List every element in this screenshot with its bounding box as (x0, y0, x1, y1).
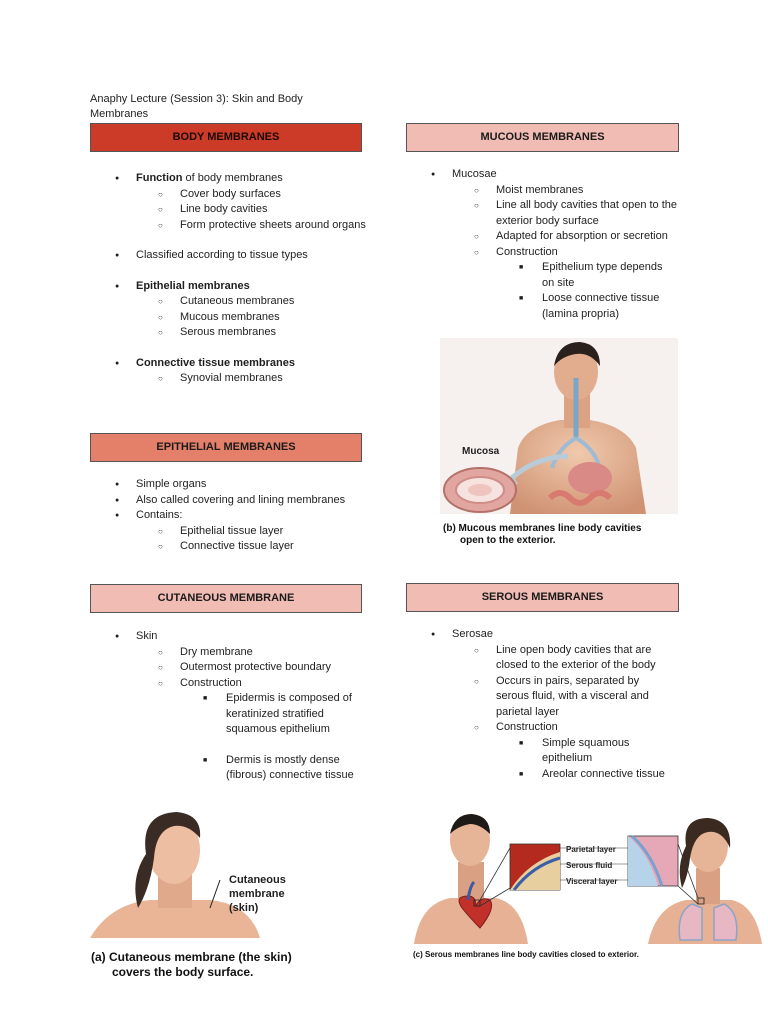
list-item: Serosae (406, 627, 686, 643)
list-item: Classified according to tissue types (90, 248, 370, 264)
list-item: Dry membrane (90, 645, 370, 661)
list-item: Form protective sheets around organs (90, 218, 370, 234)
body-membranes-section: Function of body membranes Cover body su… (90, 171, 370, 387)
cutaneous-membrane-figure (90, 808, 300, 938)
serous-illustration (414, 814, 762, 944)
list-item: Epidermis is composed of keratinized str… (90, 691, 365, 738)
list-item: Construction (406, 720, 686, 736)
parietal-layer-label: Parietal layer (566, 845, 616, 854)
list-item: Synovial membranes (90, 371, 370, 387)
list-item: Loose connective tissue (lamina propria) (406, 291, 676, 322)
epithelial-membranes-header: EPITHELIAL MEMBRANES (90, 433, 362, 462)
list-item: Simple organs (90, 477, 370, 493)
cutaneous-membrane-header: CUTANEOUS MEMBRANE (90, 584, 362, 613)
cutaneous-figure-caption: (a) Cutaneous membrane (the skin) covers… (91, 950, 292, 979)
list-item: Epithelial tissue layer (90, 524, 370, 540)
list-item: Mucosae (406, 167, 686, 183)
body-membranes-header: BODY MEMBRANES (90, 123, 362, 152)
list-item: Function of body membranes (90, 171, 370, 187)
list-item: Epithelial membranes (90, 279, 370, 295)
serous-fluid-label: Serous fluid (566, 861, 613, 870)
list-item: Contains: (90, 508, 370, 524)
serous-membranes-section: Serosae Line open body cavities that are… (406, 627, 686, 782)
epithelial-membranes-section: Simple organs Also called covering and l… (90, 477, 370, 555)
mucous-membranes-section: Mucosae Moist membranes Line all body ca… (406, 167, 686, 322)
list-item: Line body cavities (90, 202, 370, 218)
mucous-membrane-figure: Mucosa (440, 338, 678, 514)
serous-membrane-figure: Parietal layer Serous fluid Visceral lay… (410, 812, 766, 944)
list-item: Also called covering and lining membrane… (90, 493, 370, 509)
list-item: Line open body cavities that are closed … (406, 643, 678, 674)
serous-labels: Parietal layer Serous fluid Visceral lay… (566, 842, 617, 890)
serous-figure-caption: (c) Serous membranes line body cavities … (413, 950, 639, 959)
list-item: Construction (90, 676, 370, 692)
list-item: Mucous membranes (90, 310, 370, 326)
list-item: Line all body cavities that open to the … (406, 198, 686, 229)
document-title: Anaphy Lecture (Session 3): Skin and Bod… (90, 93, 303, 120)
torso-illustration (440, 338, 678, 514)
list-item: Connective tissue layer (90, 539, 370, 555)
list-item: Serous membranes (90, 325, 370, 341)
serous-membranes-header: SEROUS MEMBRANES (406, 583, 679, 612)
list-item: Cutaneous membranes (90, 294, 370, 310)
visceral-layer-label: Visceral layer (566, 877, 618, 886)
cutaneous-membrane-section: Skin Dry membrane Outermost protective b… (90, 629, 370, 784)
list-item: Outermost protective boundary (90, 660, 370, 676)
list-item: Occurs in pairs, separated by serous flu… (406, 674, 668, 721)
list-item: Areolar connective tissue (406, 767, 686, 783)
list-item: Cover body surfaces (90, 187, 370, 203)
mucous-membranes-header: MUCOUS MEMBRANES (406, 123, 679, 152)
list-item: Skin (90, 629, 370, 645)
list-item: Simple squamous epithelium (406, 736, 646, 767)
list-item: Construction (406, 245, 686, 261)
list-item: Epithelium type depends on site (406, 260, 676, 291)
list-item: Dermis is mostly dense (fibrous) connect… (90, 753, 365, 784)
list-item: Connective tissue membranes (90, 356, 370, 372)
list-item: Adapted for absorption or secretion (406, 229, 686, 245)
mucosa-label: Mucosa (462, 446, 500, 457)
cutaneous-label: Cutaneous membrane (skin) (229, 874, 286, 914)
woman-illustration (90, 812, 260, 938)
list-item: Moist membranes (406, 183, 686, 199)
mucous-figure-caption: (b) Mucous membranes line body cavities … (443, 523, 642, 546)
